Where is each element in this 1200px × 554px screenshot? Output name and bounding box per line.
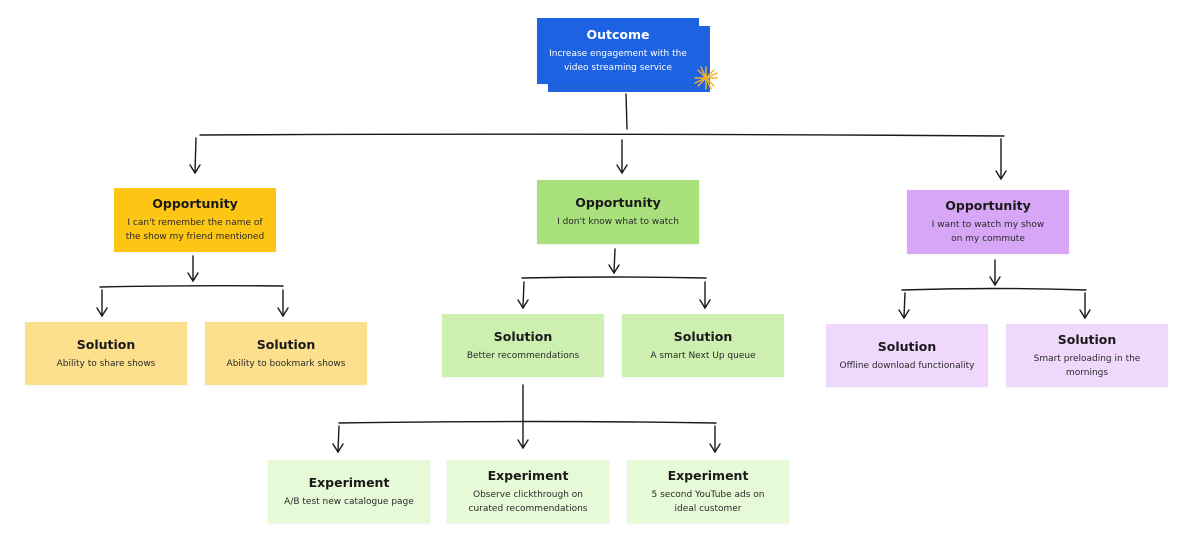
opportunity-card-what-to-watch[interactable]: Opportunity I don't know what to watch <box>537 180 699 244</box>
experiment-card-youtube-ads[interactable]: Experiment 5 second YouTube ads on ideal… <box>627 460 789 523</box>
outcome-card[interactable]: Outcome Increase engagement with the vid… <box>537 18 699 84</box>
opportunity-title: Opportunity <box>152 196 238 211</box>
solution-card-bookmark[interactable]: Solution Ability to bookmark shows <box>205 322 367 385</box>
experiment-title: Experiment <box>308 474 390 490</box>
solution-card-next-up[interactable]: Solution A smart Next Up queue <box>622 314 784 377</box>
solution-description: Ability to bookmark shows <box>226 358 346 369</box>
solution-card-preloading[interactable]: Solution Smart preloading in the morning… <box>1006 324 1168 387</box>
opportunity-title: Opportunity <box>575 195 661 210</box>
solution-title: Solution <box>76 336 136 352</box>
solution-description: Smart preloading in the mornings <box>1033 353 1141 378</box>
solution-description: Ability to share shows <box>56 358 156 369</box>
solution-card-share[interactable]: Solution Ability to share shows <box>25 322 187 385</box>
experiment-title: Experiment <box>667 467 749 483</box>
opportunity-description: I want to watch my show on my commute <box>931 220 1045 244</box>
solution-description: Offline download functionality <box>839 360 975 371</box>
outcome-description: Increase engagement with the video strea… <box>549 49 687 73</box>
solution-card-offline[interactable]: Solution Offline download functionality <box>826 324 988 387</box>
opportunity-card-commute[interactable]: Opportunity I want to watch my show on m… <box>907 190 1069 254</box>
solution-card-recommendations[interactable]: Solution Better recommendations <box>442 314 604 377</box>
experiment-title: Experiment <box>487 467 569 483</box>
opportunity-card-share[interactable]: Opportunity I can't remember the name of… <box>114 188 276 252</box>
solution-description: A smart Next Up queue <box>650 350 756 361</box>
experiment-description: Observe clickthrough on curated recommen… <box>468 489 588 514</box>
solution-title: Solution <box>256 336 316 352</box>
solution-title: Solution <box>493 328 553 344</box>
experiment-description: A/B test new catalogue page <box>284 496 414 507</box>
solution-title: Solution <box>877 338 937 354</box>
opportunity-description: I can't remember the name of the show my… <box>125 218 265 242</box>
experiment-card-ab-test[interactable]: Experiment A/B test new catalogue page <box>268 460 430 523</box>
experiment-description: 5 second YouTube ads on ideal customer <box>651 489 765 514</box>
solution-title: Solution <box>1057 331 1117 347</box>
solution-title: Solution <box>673 328 733 344</box>
opportunity-title: Opportunity <box>945 198 1031 213</box>
outcome-title: Outcome <box>586 27 650 42</box>
spark-icon <box>694 66 718 90</box>
opportunity-description: I don't know what to watch <box>557 217 679 227</box>
experiment-card-clickthrough[interactable]: Experiment Observe clickthrough on curat… <box>447 460 609 523</box>
solution-description: Better recommendations <box>466 350 580 361</box>
